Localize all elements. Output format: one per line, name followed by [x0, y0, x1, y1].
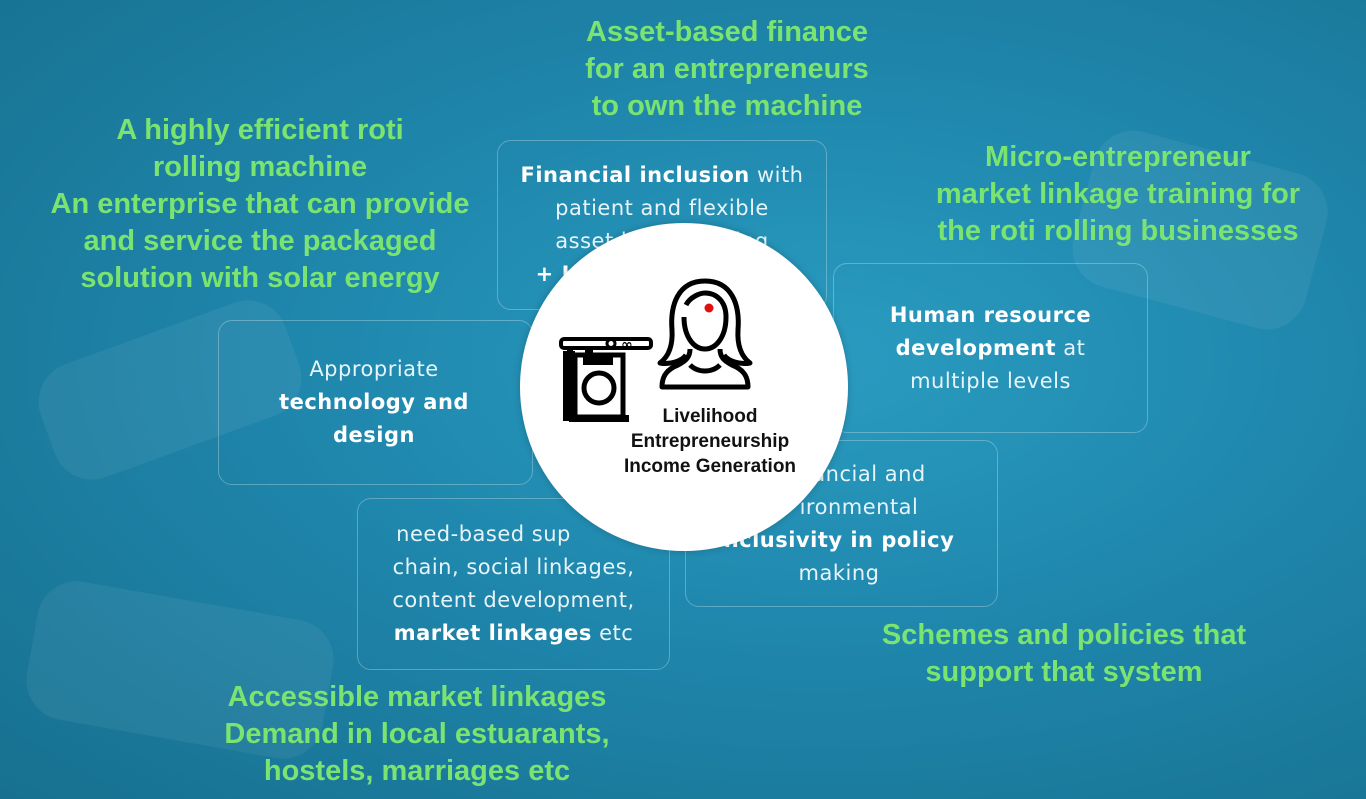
heading-training: Micro-entrepreneur market linkage traini…	[936, 139, 1300, 250]
heading-machine-line: solution with solar energy	[80, 262, 440, 294]
heading-machine: A highly efficient roti rolling machine …	[51, 112, 470, 297]
heading-policies: Schemes and policies that support that s…	[882, 617, 1246, 691]
box-hr-bold2: development	[895, 335, 1057, 360]
box-financial-bold: Financial inclusion	[520, 163, 750, 187]
box-supply-line2: chain, social linkages,	[392, 555, 635, 579]
box-technology: Appropriate technology and design	[218, 320, 533, 485]
heading-training-line: Micro-entrepreneur	[985, 141, 1251, 173]
box-technology-bold2: technology and	[279, 390, 469, 414]
box-policy: ancial and ironmental nclusivity in poli…	[685, 440, 998, 607]
box-technology-line1: Appropriate	[309, 357, 439, 381]
heading-finance-line: to own the machine	[591, 90, 863, 122]
box-hr-rest2: at	[1056, 335, 1086, 360]
box-supply-line1: need-based sup	[396, 522, 571, 546]
box-hr-bold1: Human resource	[889, 302, 1092, 327]
box-policy-bold3: nclusivity in policy	[723, 527, 955, 552]
box-policy-line1: ancial and	[812, 461, 926, 486]
box-policy-line2: ironmental	[799, 494, 919, 519]
heading-finance: Asset-based finance for an entrepreneurs…	[585, 14, 869, 125]
box-supply-line3: content development,	[392, 588, 635, 612]
heading-machine-line: A highly efficient roti	[116, 114, 404, 146]
box-hr-line3: multiple levels	[910, 368, 1071, 393]
center-label-line1: Livelihood	[662, 406, 758, 427]
heading-machine-line: An enterprise that can provide	[50, 188, 470, 220]
heading-training-line: the roti rolling businesses	[937, 215, 1299, 247]
heading-finance-line: Asset-based finance	[585, 16, 869, 48]
heading-market-line: hostels, marriages etc	[263, 755, 571, 787]
box-policy-line4: making	[798, 560, 880, 585]
heading-market-line: Demand in local estuarants,	[224, 718, 610, 750]
heading-policies-line: support that system	[925, 656, 1203, 688]
box-supply-bold4: market linkages	[393, 621, 592, 645]
heading-market-line: Accessible market linkages	[227, 681, 607, 713]
roti-machine-icon: ∞	[559, 337, 653, 422]
heading-training-line: market linkage training for	[935, 178, 1301, 210]
center-label-line3: Income Generation	[623, 456, 797, 477]
box-technology-bold3: design	[333, 423, 415, 447]
heading-market: Accessible market linkages Demand in loc…	[224, 679, 609, 790]
box-financial-line2: patient and flexible	[555, 196, 769, 220]
box-human-resource: Human resource development at multiple l…	[833, 263, 1148, 433]
box-financial-rest: with	[749, 163, 804, 187]
heading-policies-line: Schemes and policies that	[881, 619, 1247, 651]
box-supply-chain: need-based sup chain, social linkages, c…	[357, 498, 670, 670]
center-label-line2: Entrepreneurship	[630, 431, 790, 452]
heading-finance-line: for an entrepreneurs	[585, 53, 869, 85]
svg-text:∞: ∞	[621, 337, 633, 353]
woman-entrepreneur-icon	[657, 278, 753, 390]
heading-machine-line: and service the packaged	[83, 225, 437, 257]
heading-machine-line: rolling machine	[152, 151, 368, 183]
box-supply-rest4: etc	[591, 621, 634, 645]
center-label: Livelihood Entrepreneurship Income Gener…	[590, 404, 830, 479]
